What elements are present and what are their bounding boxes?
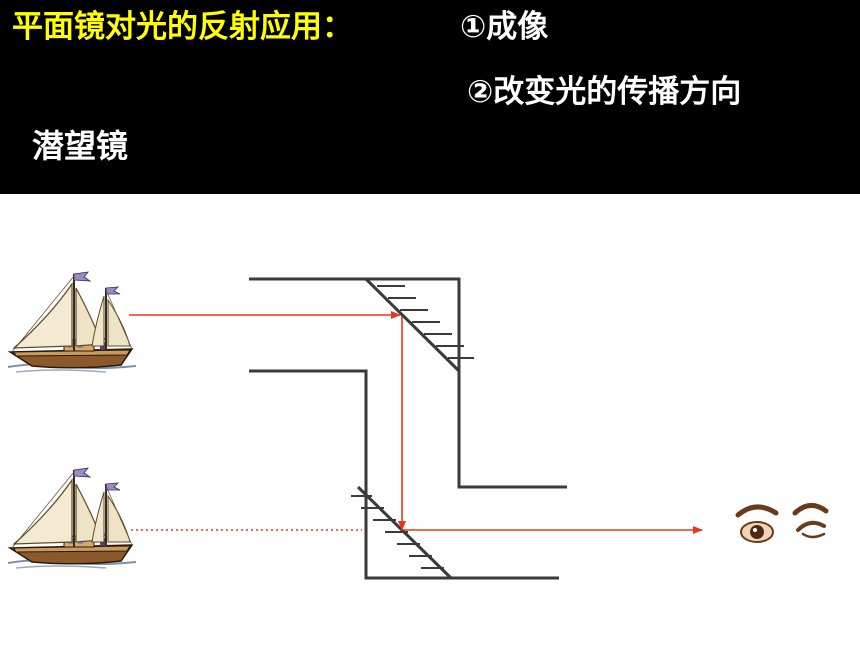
sailboat-image-icon	[7, 467, 137, 569]
application-item-2: ②改变光的传播方向	[467, 74, 742, 110]
upper-mirror	[364, 277, 474, 373]
eyes-icon	[735, 503, 829, 543]
topic-label: 潜望镜	[32, 127, 129, 165]
sailboat-icon	[7, 271, 137, 373]
light-rays	[129, 311, 703, 534]
header-banner	[0, 0, 860, 194]
lower-mirror	[351, 485, 453, 580]
slide-title: 平面镜对光的反射应用：	[12, 9, 353, 45]
periscope-tube	[249, 277, 567, 580]
application-item-1: ①成像	[460, 9, 549, 45]
